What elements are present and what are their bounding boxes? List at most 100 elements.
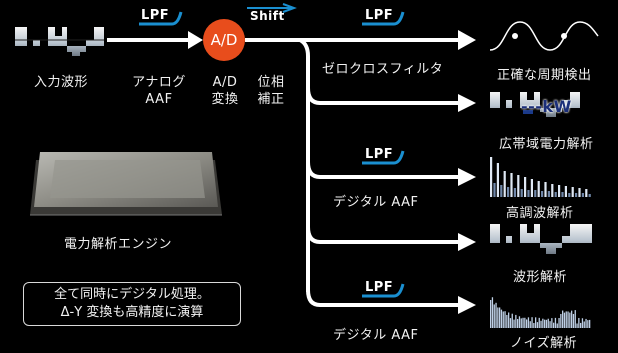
lpf-filter-icon [362,283,405,298]
noise-bar [563,312,566,328]
harmonic-bar [500,185,503,197]
harmonic-bar [520,189,523,197]
harmonic-bar [564,186,567,197]
lpf-filter-icon [139,11,183,26]
harmonic-bar [507,187,510,197]
noise-bar [551,318,553,328]
noise-bar [524,317,526,328]
noise-bar [517,319,519,328]
digital-aaf-label: デジタル AAF [333,195,419,210]
harmonic-bar [588,194,591,197]
note-box: 全て同時にデジタル処理。 Δ-Y 変換も高精度に演算 [23,282,241,326]
noise-bar [520,318,522,328]
harmonic-bar [578,188,581,197]
noise-bar [544,319,546,328]
note-line2: Δ-Y 変換も高精度に演算 [60,305,204,320]
harmonic-bar [527,190,530,197]
lpf-filter-icon [362,150,405,165]
lpf-label: LPF [365,8,394,23]
branch-harmonic [306,161,476,186]
harmonic-bar [534,190,537,197]
noise-bar [502,311,504,328]
harmonic-bar [530,179,533,197]
harmonic-bar [561,192,564,197]
noise-bar [549,321,551,328]
harmonic-bar [547,191,550,197]
waveform-analysis-graphic [490,224,592,254]
noise-bar [556,323,558,328]
noise-bar [495,302,497,328]
noise-bar [499,307,501,328]
input-line [107,31,203,49]
noise-bar [522,317,524,328]
noise-bar [565,311,567,328]
phase-label-line1: 位相 [257,75,285,90]
branch-trunk [298,38,310,292]
noise-bar [491,297,494,328]
noise-bar [493,304,495,328]
lpf-label: LPF [365,147,394,162]
noise-bar [490,300,492,328]
noise-bar [497,307,499,328]
noise-spectrum-graphic [490,297,591,328]
harmonic-bar [513,188,516,197]
ad-label-line2: 変換 [211,92,239,107]
harmonic-bar [524,177,527,197]
noise-bar [508,312,510,328]
noise-bar [572,313,575,328]
noise-bar [547,318,549,328]
noise-bar [560,313,562,328]
engine-chip-graphic [30,152,222,216]
noise-bar [535,317,537,328]
noise-bar [587,320,589,328]
noise-bar [578,317,580,328]
engine-label: 電力解析エンジン [64,237,173,252]
noise-bar [589,319,591,328]
noise-bar [500,309,503,328]
analog-aaf-label-line2: AAF [145,92,173,107]
zero-cross-line [245,30,476,50]
noise-bar [574,310,576,328]
noise-bar [511,313,513,328]
noise-bar [554,317,557,328]
sine-wave-graphic [489,21,599,51]
harmonic-bar [571,187,574,197]
harmonic-bar [541,191,544,197]
output-harmonic: 高調波解析 [506,206,574,221]
branch-waveform [306,226,476,251]
noise-bar [504,311,506,328]
noise-bar [542,318,544,328]
ad-converter: A/D [203,19,245,61]
output-zero-cross: 正確な周期検出 [497,68,592,83]
noise-bar [562,310,564,328]
harmonic-spectrum-graphic [490,157,591,197]
harmonic-bar [496,163,499,197]
noise-bar [527,317,530,328]
noise-bar [576,323,578,328]
harmonic-bar [544,182,547,197]
noise-bar [506,314,508,328]
digital-aaf-label: デジタル AAF [333,328,419,343]
harmonic-bar [585,189,588,197]
noise-bar [571,310,573,328]
noise-bar [580,322,582,328]
noise-bar [515,314,517,328]
noise-bar [558,318,560,328]
noise-bar [567,311,569,328]
harmonic-bar [490,157,493,197]
harmonic-bar [575,193,578,197]
harmonic-bar [551,184,554,197]
harmonic-bar [554,192,557,197]
noise-bar [509,318,512,328]
output-noise: ノイズ解析 [510,336,578,351]
noise-bar [569,312,571,328]
noise-bar [526,319,528,328]
noise-bar [529,321,531,328]
noise-bar [533,322,535,328]
noise-bar [581,318,584,328]
zero-cross-filter-label: ゼロクロスフィルタ [322,62,444,77]
noise-bar [531,317,533,328]
power-waveform-graphic [490,92,580,117]
